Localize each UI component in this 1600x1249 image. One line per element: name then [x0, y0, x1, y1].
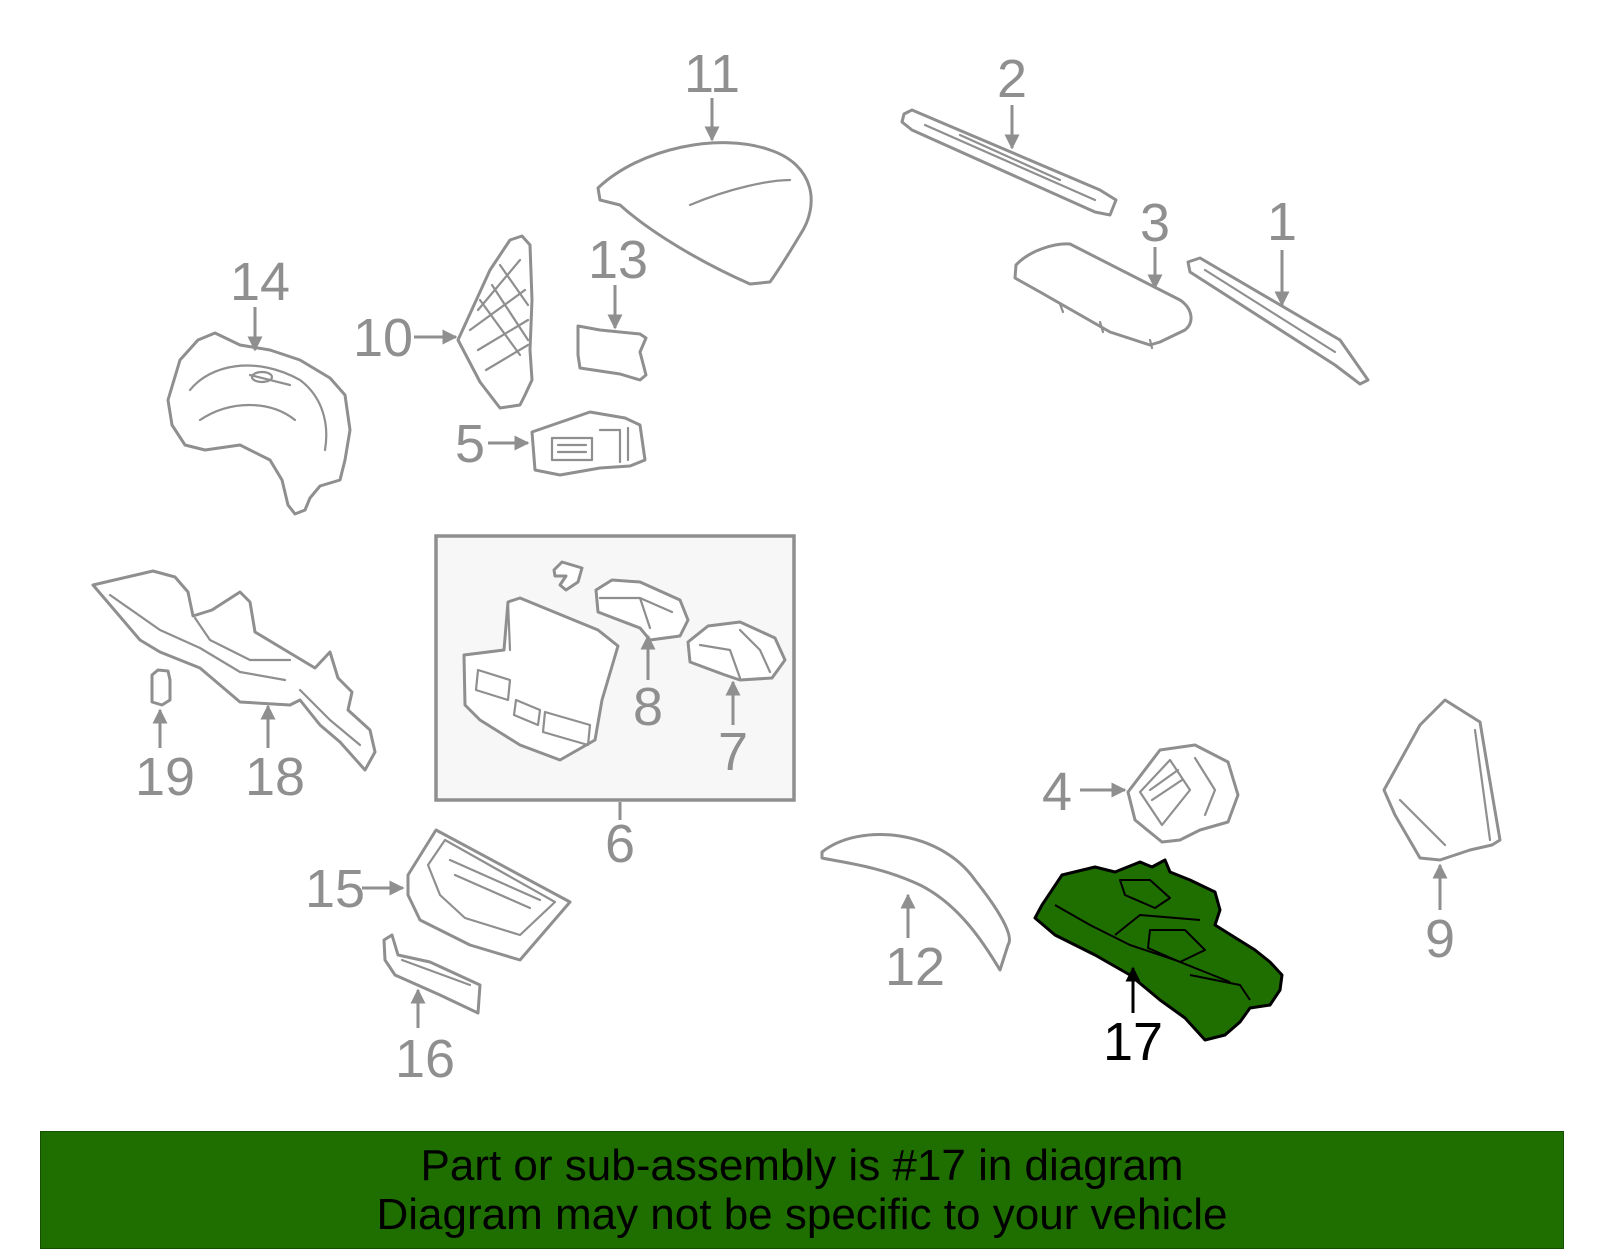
part-11-dash-pad[interactable]: [596, 141, 813, 286]
part-13-bracket[interactable]: [576, 324, 648, 382]
callout-6: 6: [605, 814, 635, 874]
callout-17: 17: [1103, 1012, 1163, 1072]
callout-2: 2: [997, 49, 1027, 109]
callout-19: 19: [135, 747, 195, 807]
part-17-highlighted[interactable]: [1033, 858, 1284, 1042]
callout-10: 10: [353, 308, 413, 368]
banner-line-2: Diagram may not be specific to your vehi…: [376, 1190, 1228, 1239]
part-1-side-strip[interactable]: [1186, 256, 1370, 386]
part-12-trim-bar[interactable]: [820, 833, 1011, 972]
parts-diagram: 11 2 3 1 14 10 13: [91, 44, 1502, 1089]
part-9-end-cap[interactable]: [1382, 698, 1502, 862]
part-8-vent-duct[interactable]: [594, 578, 690, 642]
callout-4: 4: [1042, 762, 1072, 822]
part-14-cluster-bezel[interactable]: [166, 331, 352, 516]
callout-7: 7: [718, 722, 748, 782]
callout-18: 18: [245, 747, 305, 807]
part-4-air-vent[interactable]: [1126, 743, 1240, 844]
callout-12: 12: [885, 937, 945, 997]
part-18-duct[interactable]: [91, 569, 377, 772]
part-2-defroster-strip[interactable]: [900, 108, 1118, 217]
part-5-air-vent[interactable]: [530, 410, 647, 477]
callout-1: 1: [1267, 192, 1297, 252]
part-7-vent-duct[interactable]: [686, 620, 787, 682]
callout-15: 15: [305, 859, 365, 919]
callout-11: 11: [684, 44, 740, 104]
part-19-clip[interactable]: [150, 668, 172, 707]
part-6-small-clip[interactable]: [552, 560, 584, 592]
info-banner: Part or sub-assembly is #17 in diagram D…: [40, 1131, 1564, 1249]
callout-5: 5: [455, 414, 485, 474]
part-3-grille-cover[interactable]: [1013, 242, 1193, 350]
callout-13: 13: [588, 230, 648, 290]
banner-line-1: Part or sub-assembly is #17 in diagram: [420, 1141, 1184, 1190]
callout-9: 9: [1425, 909, 1455, 969]
callout-8: 8: [633, 677, 663, 737]
part-10-side-trim[interactable]: [456, 234, 534, 410]
callout-14: 14: [230, 252, 290, 312]
callout-16: 16: [395, 1029, 455, 1089]
part-6-duct-assembly[interactable]: [462, 596, 620, 762]
callout-3: 3: [1140, 193, 1170, 253]
part-17-shape: [1033, 858, 1284, 1042]
part-15-glovebox-door[interactable]: [406, 828, 572, 962]
part-16-trim-strip[interactable]: [382, 933, 482, 1015]
